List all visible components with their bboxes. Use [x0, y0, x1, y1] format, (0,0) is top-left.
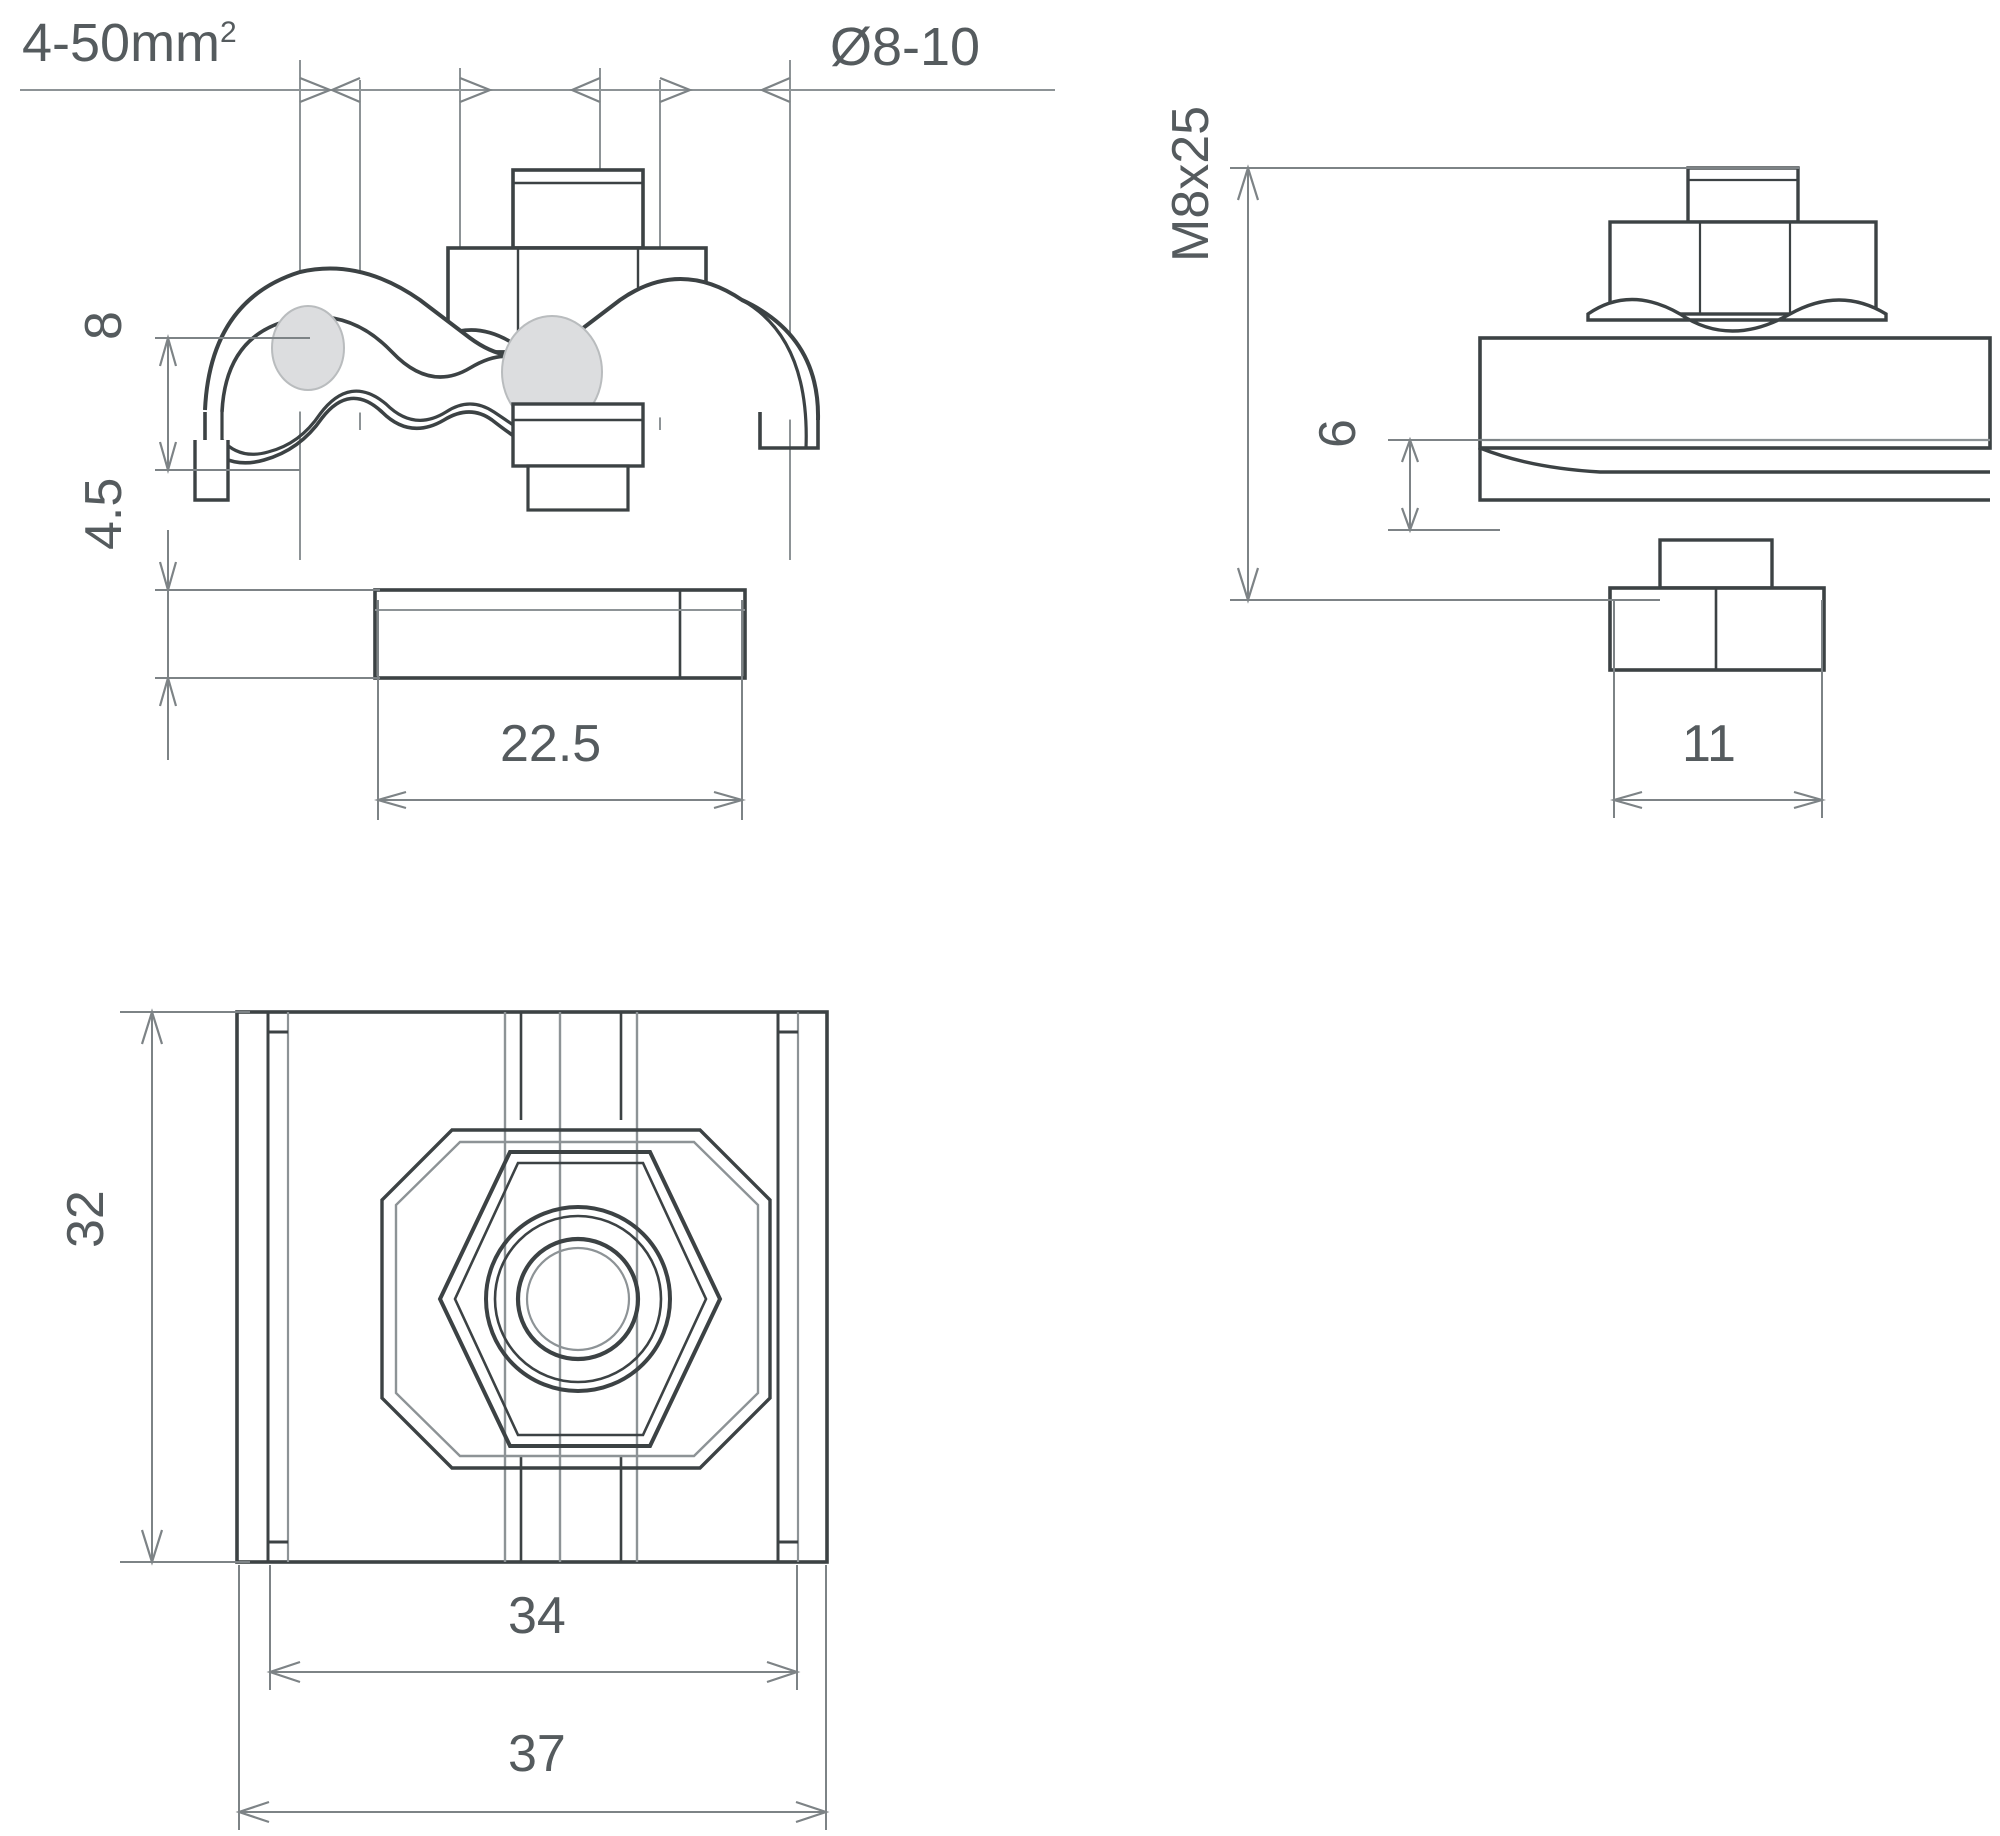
dim-plate-depth [120, 1008, 250, 1566]
dim-label-base-plate-thickness: 4.5 [75, 477, 133, 550]
dim-clamp-height [155, 333, 310, 475]
dim-label-clamp-height: 8 [75, 311, 133, 340]
dim-label-stud-width: 11 [1682, 715, 1736, 773]
dim-body-height [1388, 436, 1500, 534]
plan-view-geometry [235, 1010, 829, 1564]
dim-base-plate-thickness [155, 530, 380, 760]
dim-label-plate-depth: 32 [57, 1190, 115, 1248]
dim-label-bolt-length: M8x25 [1162, 105, 1220, 262]
dim-label-outer-width: 37 [508, 1725, 566, 1783]
dim-label-base-plate-width: 22.5 [500, 715, 602, 773]
dim-label-body-height: 6 [1309, 419, 1367, 448]
dim-label-inner-width: 34 [508, 1587, 566, 1645]
label-rod-diameter: Ø8-10 [830, 17, 981, 77]
dim-stud-width [1609, 600, 1827, 818]
dimension-arrows-top [299, 76, 791, 104]
label-conductor-range: 4-50mm2 [22, 13, 237, 73]
dim-inner-width [266, 1565, 801, 1690]
side-elevation-geometry [1478, 166, 1992, 672]
front-elevation-geometry [193, 168, 821, 680]
label-conductor-range-superscript: 2 [220, 16, 237, 49]
dim-bolt-length [1230, 164, 1800, 604]
dim-outer-width [235, 1565, 830, 1830]
dim-base-plate-width [373, 600, 747, 820]
